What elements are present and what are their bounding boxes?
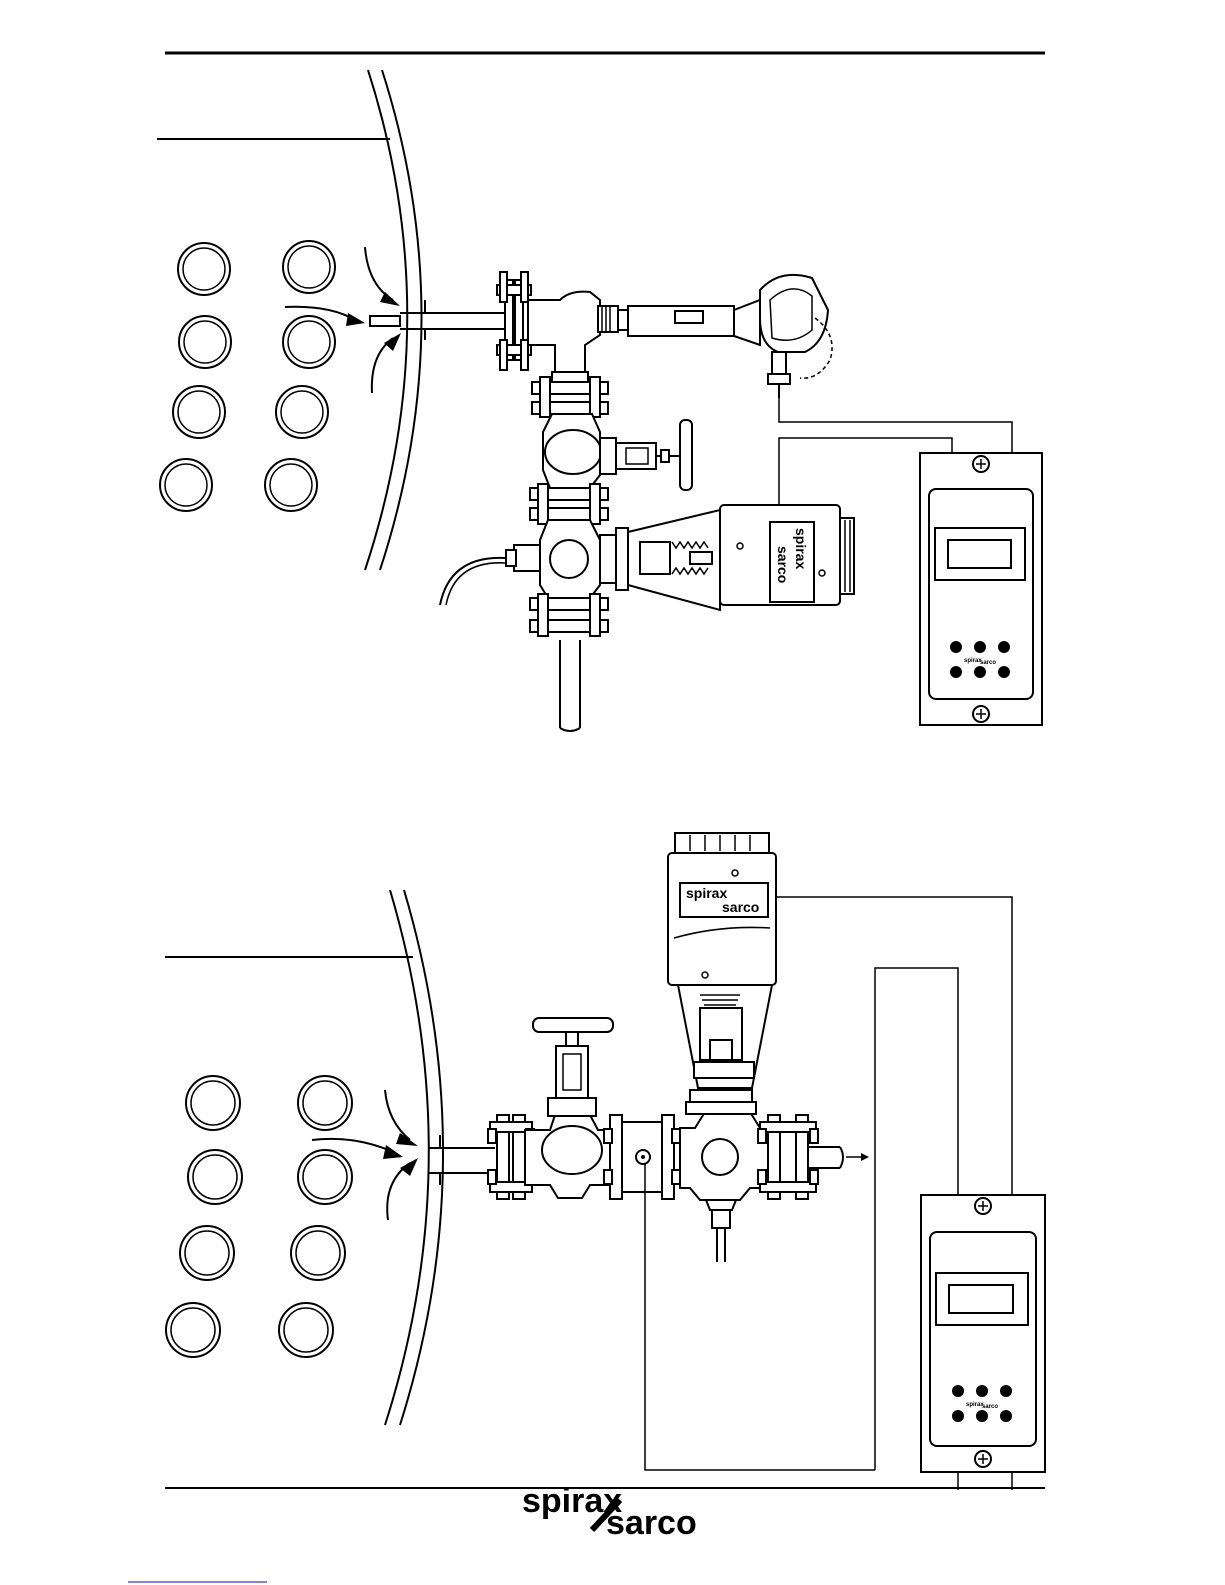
figure-2: spirax sarco [165, 833, 1045, 1490]
riser-flanges [532, 372, 608, 417]
outlet-pipe [530, 594, 608, 731]
actuator-brand-line2: sarco [722, 899, 759, 915]
blowdown-valve-body [440, 520, 600, 605]
isolating-valve [543, 414, 692, 490]
horizontal-pipe [428, 1135, 495, 1185]
sensor-head [734, 275, 832, 398]
actuator-yoke [678, 985, 772, 1088]
handwheel-icon [533, 1018, 613, 1032]
blowdown-valve-body [680, 1090, 770, 1262]
controller-unit: spirax sarco [921, 1195, 1045, 1472]
actuator-brand-line1: spirax [793, 528, 809, 569]
right-flanges [758, 1115, 869, 1199]
controller-brand-line2: sarco [982, 1404, 998, 1410]
boiler-shell [165, 890, 443, 1425]
actuator-brand: spirax sarco [680, 883, 768, 917]
controller-brand-line2: sarco [980, 660, 996, 666]
footer-logo-line2: sarco [606, 1504, 697, 1542]
controller-unit: spirax sarco [920, 453, 1042, 725]
footer-logo: spirax sarco [522, 1482, 697, 1542]
sampling-probe [370, 300, 505, 340]
middle-flanges [604, 1115, 680, 1199]
boiler-tubes [160, 241, 335, 511]
flange-assembly [497, 272, 531, 370]
isolating-valve [525, 1018, 613, 1198]
actuator-brand: spirax sarco [770, 522, 814, 602]
actuator-housing: spirax sarco [668, 833, 776, 985]
tee-body [528, 292, 734, 372]
actuator-yoke [600, 510, 720, 610]
actuator-brand-line2: sarco [775, 546, 791, 583]
boiler-tubes [166, 1076, 352, 1357]
figure-1: spirax sarco [157, 70, 1042, 731]
actuator-housing: spirax sarco [720, 505, 854, 605]
lower-flanges-top [530, 484, 608, 524]
handwheel-icon [680, 420, 692, 490]
